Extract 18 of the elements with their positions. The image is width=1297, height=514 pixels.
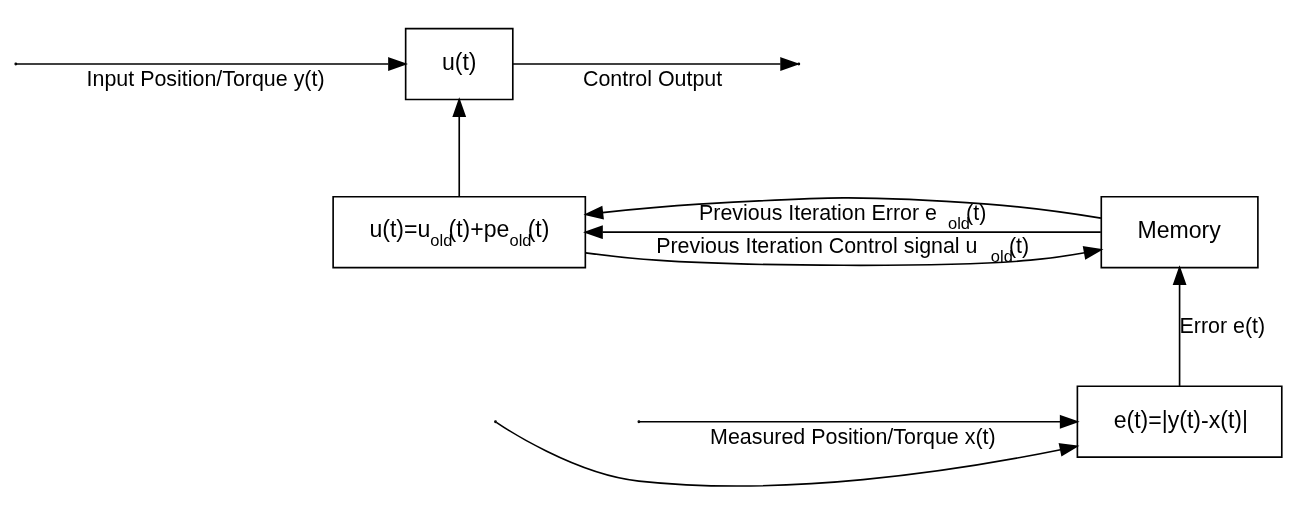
edge-label: Measured Position/Torque x(t): [710, 424, 996, 449]
arrow: [584, 245, 1104, 266]
node-box: Memory: [1100, 195, 1259, 268]
arrow: [1172, 264, 1187, 387]
arrow: [15, 56, 408, 71]
edge-label: Error e(t): [1179, 313, 1266, 338]
edge-label: Previous Iteration Error e$_{old}$(t): [699, 200, 987, 232]
node-box: u(t): [404, 27, 514, 100]
node-box: u(t)=u$_{old}$(t)+pe$_{old}$(t): [332, 195, 587, 268]
edge-label: Control Output: [582, 66, 723, 91]
arrow: [583, 224, 1102, 239]
arrow: [452, 96, 467, 197]
arrow: [638, 414, 1080, 429]
edge-label: Previous Iteration Control signal u$_{old}$(t): [656, 233, 1030, 265]
arrow: [495, 421, 1080, 487]
arrow: [583, 196, 1102, 219]
node-box: e(t)=|y(t)-x(t)|: [1076, 384, 1283, 458]
edge-label: Input Position/Torque y(t): [86, 66, 325, 91]
